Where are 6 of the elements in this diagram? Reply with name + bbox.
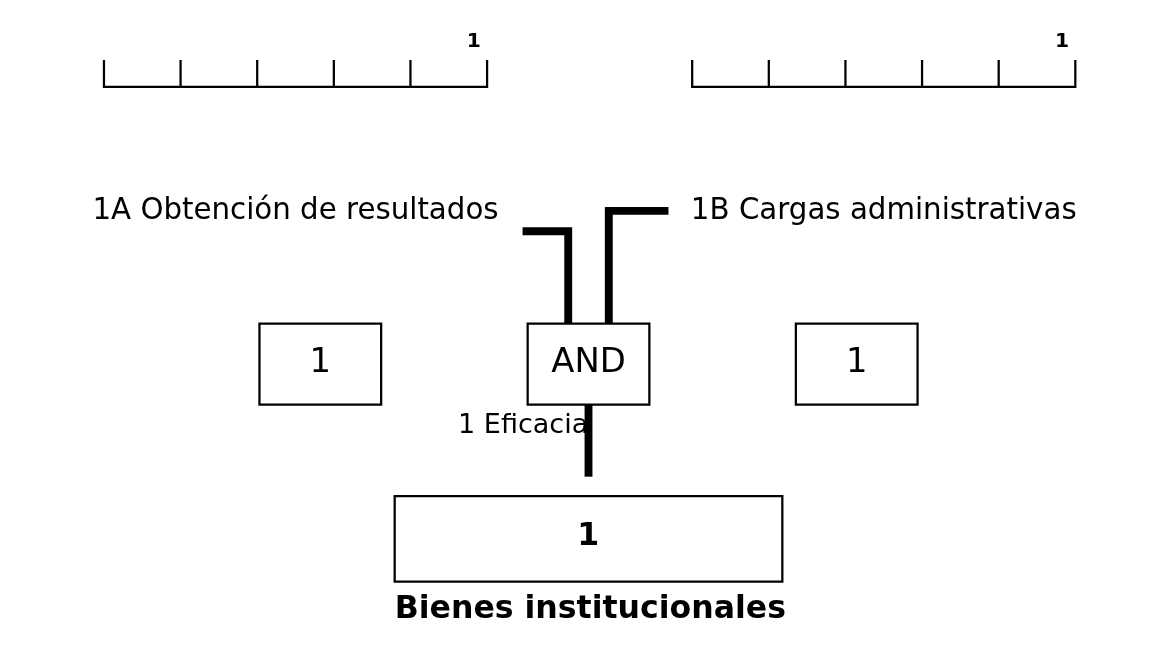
edge-label: 1 Eficacia	[457, 408, 588, 440]
label: 1	[466, 27, 481, 52]
node-text: 1A Obtención de resultados	[91, 191, 499, 226]
node-text: 1B Cargas administrativas	[690, 191, 1077, 226]
node-label: Bienes institucionales	[394, 589, 786, 626]
label: 1	[1054, 27, 1069, 52]
